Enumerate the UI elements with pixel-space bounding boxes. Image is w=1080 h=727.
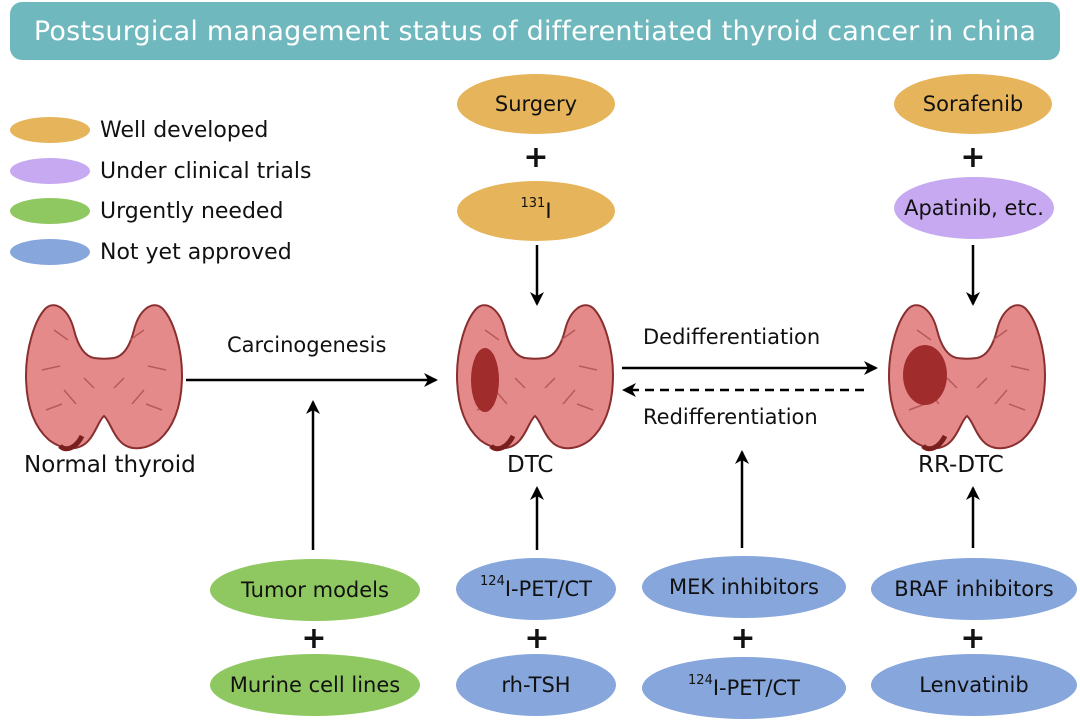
isotope-symbol: I bbox=[545, 199, 552, 223]
plus-sign: + bbox=[960, 621, 986, 656]
pet-ct-label: 124I-PET/CT bbox=[480, 574, 592, 601]
legend-label: Urgently needed bbox=[100, 198, 284, 224]
surgery-label: Surgery bbox=[494, 92, 578, 116]
normal-thyroid-image bbox=[26, 305, 182, 449]
rh-tsh-label: rh-TSH bbox=[501, 673, 571, 697]
legend-item-well-developed: Well developed bbox=[10, 112, 268, 148]
lenvatinib-label: Lenvatinib bbox=[919, 673, 1029, 697]
rh-tsh-node: rh-TSH bbox=[456, 654, 616, 716]
i131-node: 131I bbox=[457, 181, 615, 241]
apatinib-node: Apatinib, etc. bbox=[894, 177, 1054, 239]
pet-ct-text: I-PET/CT bbox=[504, 577, 592, 601]
title-bar: Postsurgical management status of differ… bbox=[10, 2, 1060, 60]
legend-label: Well developed bbox=[100, 117, 269, 143]
normal-thyroid-label: Normal thyroid bbox=[24, 452, 196, 478]
legend-swatch-green bbox=[10, 198, 90, 224]
legend-label: Not yet approved bbox=[100, 239, 292, 265]
i131-label: 131I bbox=[520, 196, 552, 223]
plus-sign: + bbox=[301, 621, 327, 656]
legend-item-clinical-trials: Under clinical trials bbox=[10, 153, 311, 189]
rr-dtc-thyroid-image bbox=[889, 305, 1045, 449]
redifferentiation-label: Redifferentiation bbox=[643, 405, 818, 429]
plus-sign: + bbox=[523, 140, 549, 175]
pet-ct-text: I-PET/CT bbox=[712, 676, 800, 700]
sorafenib-label: Sorafenib bbox=[922, 92, 1024, 116]
isotope-number: 131 bbox=[520, 196, 546, 211]
murine-cell-lines-label: Murine cell lines bbox=[229, 673, 401, 697]
rr-dtc-label: RR-DTC bbox=[918, 452, 1004, 478]
legend-swatch-orange bbox=[10, 117, 90, 143]
isotope-number: 124 bbox=[688, 673, 713, 688]
braf-inhibitors-node: BRAF inhibitors bbox=[871, 558, 1077, 620]
legend-swatch-purple bbox=[10, 158, 90, 184]
pet-ct-node-2: 124I-PET/CT bbox=[642, 657, 846, 719]
sorafenib-node: Sorafenib bbox=[894, 74, 1052, 134]
tumor-mark bbox=[471, 348, 499, 412]
pet-ct-node-1: 124I-PET/CT bbox=[456, 558, 616, 620]
braf-inhibitors-label: BRAF inhibitors bbox=[894, 577, 1054, 601]
plus-sign: + bbox=[960, 140, 986, 175]
plus-sign: + bbox=[524, 621, 550, 656]
dedifferentiation-label: Dedifferentiation bbox=[643, 325, 821, 349]
legend-item-not-approved: Not yet approved bbox=[10, 234, 292, 270]
isotope-number: 124 bbox=[480, 574, 505, 589]
mek-inhibitors-node: MEK inhibitors bbox=[642, 556, 846, 618]
tumor-models-label: Tumor models bbox=[241, 578, 389, 602]
legend-item-urgently-needed: Urgently needed bbox=[10, 193, 283, 229]
dtc-thyroid-image bbox=[457, 305, 613, 449]
dtc-label: DTC bbox=[507, 452, 554, 478]
plus-sign: + bbox=[730, 621, 756, 656]
apatinib-label: Apatinib, etc. bbox=[904, 196, 1044, 220]
carcinogenesis-label: Carcinogenesis bbox=[227, 333, 387, 357]
tumor-mark bbox=[903, 345, 947, 405]
mek-inhibitors-label: MEK inhibitors bbox=[669, 575, 819, 599]
murine-cell-lines-node: Murine cell lines bbox=[210, 654, 420, 716]
tumor-models-node: Tumor models bbox=[210, 559, 420, 621]
pet-ct-label: 124I-PET/CT bbox=[688, 673, 800, 700]
legend-swatch-blue bbox=[10, 239, 90, 265]
lenvatinib-node: Lenvatinib bbox=[871, 654, 1077, 716]
legend-label: Under clinical trials bbox=[100, 158, 312, 184]
diagram-title: Postsurgical management status of differ… bbox=[33, 15, 1037, 47]
surgery-node: Surgery bbox=[457, 74, 615, 134]
